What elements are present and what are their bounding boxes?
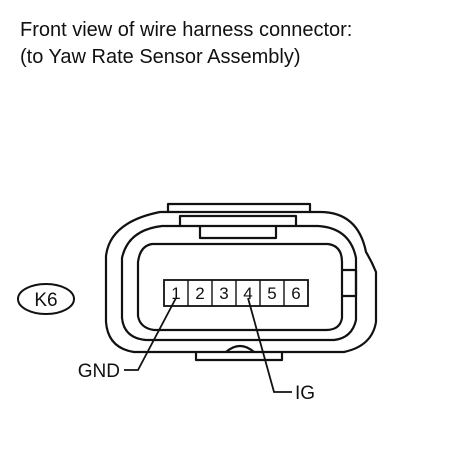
housing-top-latch <box>166 202 312 212</box>
pin-number-4: 4 <box>243 284 252 303</box>
housing-cavity <box>136 242 344 332</box>
connector-housing <box>104 202 378 362</box>
gnd-leader-line <box>124 297 177 371</box>
ig-leader-line <box>247 297 292 393</box>
housing-bottom-tab <box>225 344 255 353</box>
housing-top-latch-inner <box>178 214 298 226</box>
housing-top-latch-notch <box>198 226 278 240</box>
pin-number-1: 1 <box>171 284 180 303</box>
caption-line-1: Front view of wire harness connector: <box>20 19 353 41</box>
connector-id-badge <box>17 283 75 315</box>
pin-number-3: 3 <box>219 284 228 303</box>
pin-number-2: 2 <box>195 284 204 303</box>
housing-inner-shell <box>120 224 358 342</box>
ig-callout-label: IG <box>295 383 315 404</box>
housing-side-key <box>342 268 358 298</box>
pin-number-6: 6 <box>291 284 300 303</box>
pin-number-5: 5 <box>267 284 276 303</box>
housing-bottom-lip <box>194 352 284 362</box>
connector-id-label: K6 <box>34 290 57 311</box>
housing-outer-shell <box>104 210 378 354</box>
caption-line-2: (to Yaw Rate Sensor Assembly) <box>20 46 301 68</box>
gnd-callout-label: GND <box>78 361 120 382</box>
